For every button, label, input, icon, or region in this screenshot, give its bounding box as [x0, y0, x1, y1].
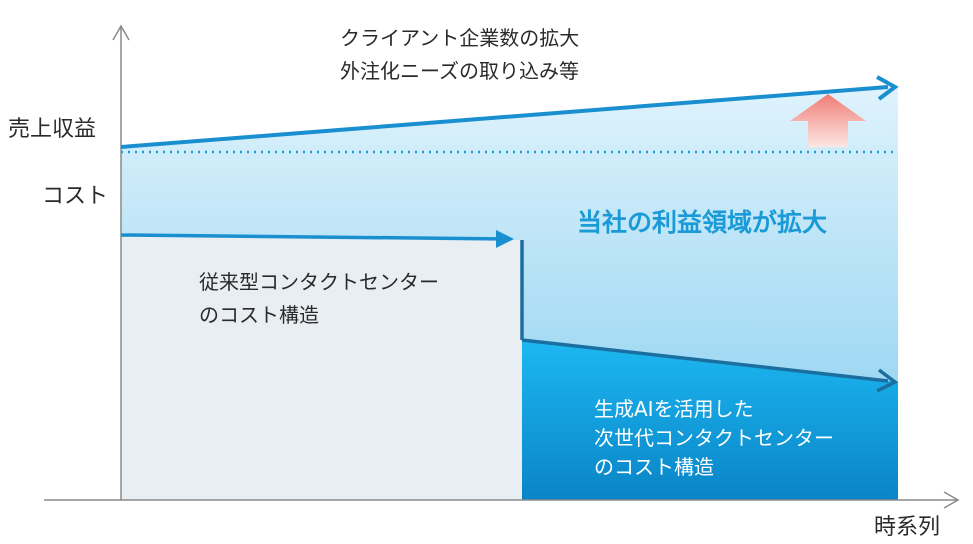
y-axis-arrowhead: [112, 24, 130, 41]
ai-note-line1: 生成AIを活用した: [594, 397, 754, 421]
ai-cost-arrowhead: [876, 368, 899, 393]
traditional-cost-arrowhead: [496, 230, 514, 248]
revenue-line: [120, 85, 889, 149]
growth-up-arrow-icon: [790, 94, 866, 147]
ai-cost-line: [521, 338, 889, 383]
traditional-cost-line: [120, 233, 509, 241]
traditional-note-line1: 従来型コンタクトセンター: [199, 270, 439, 294]
profit-area-label: 当社の利益領域が拡大: [577, 208, 828, 237]
x-label-time: 時系列: [874, 515, 941, 540]
traditional-note-line2: のコスト構造: [199, 303, 319, 327]
growth-note-line2: 外注化ニーズの取り込み等: [340, 59, 579, 83]
ai-note-line2: 次世代コンタクトセンター: [594, 426, 834, 450]
x-axis-arrowhead: [943, 491, 960, 509]
y-label-cost: コスト: [42, 184, 109, 209]
revenue-arrowhead: [876, 75, 899, 101]
y-label-revenue: 売上収益: [8, 117, 97, 142]
ai-note-line3: のコスト構造: [594, 455, 714, 479]
ai-cost-area: [522, 340, 898, 500]
growth-note-line1: クライアント企業数の拡大: [340, 26, 580, 50]
traditional-cost-area: [121, 235, 522, 500]
